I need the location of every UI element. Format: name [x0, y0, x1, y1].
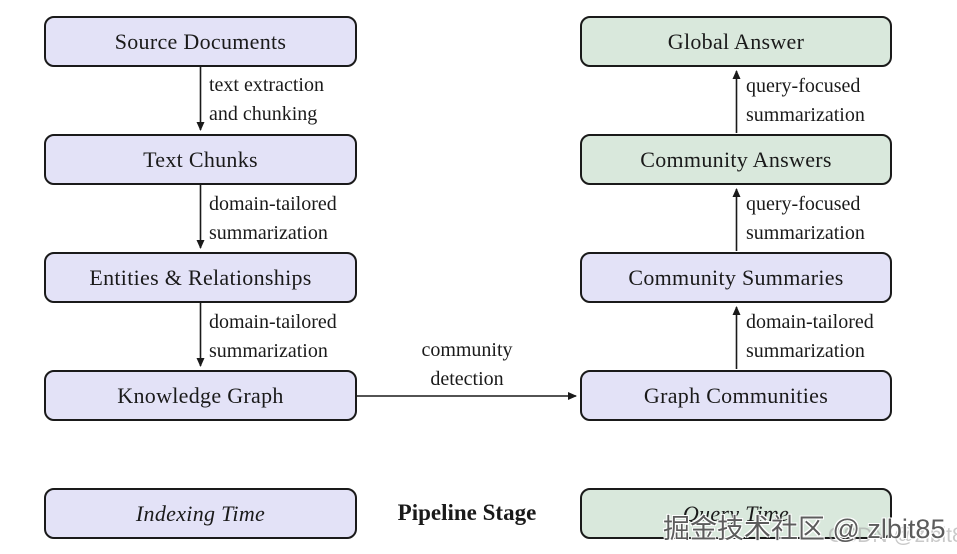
edge-label-line: query-focused [746, 75, 861, 97]
node-knowledge-graph: Knowledge Graph [44, 370, 357, 421]
edge-label-line: summarization [746, 222, 865, 244]
edge-label-line: summarization [209, 340, 328, 362]
node-community-summaries: Community Summaries [580, 252, 892, 303]
legend-query-time: Query Time [580, 488, 892, 539]
node-graph-communities: Graph Communities [580, 370, 892, 421]
edge-label-line: text extraction [209, 74, 324, 96]
edge-label-query-summarization-2: query-focused summarization [746, 72, 865, 130]
edge-label-line: detection [430, 368, 504, 390]
edge-label-line: and chunking [209, 103, 318, 125]
edge-label-community-detection: community detection [386, 336, 548, 394]
edge-label-text-extraction: text extraction and chunking [209, 71, 324, 129]
edge-label-line: domain-tailored [209, 193, 337, 215]
edge-label-domain-summarization-2: domain-tailored summarization [209, 308, 337, 366]
edge-label-line: query-focused [746, 193, 861, 215]
edge-label-line: domain-tailored [746, 311, 874, 333]
watermark-secondary: CSDN @zlbit85 [828, 524, 957, 547]
node-source-documents: Source Documents [44, 16, 357, 67]
edge-label-line: domain-tailored [209, 311, 337, 333]
node-entities-relationships: Entities & Relationships [44, 252, 357, 303]
edge-label-line: community [421, 339, 513, 361]
node-community-answers: Community Answers [580, 134, 892, 185]
legend-pipeline-stage: Pipeline Stage [397, 500, 537, 525]
edge-label-line: summarization [746, 104, 865, 126]
legend-indexing-time: Indexing Time [44, 488, 357, 539]
edge-label-domain-summarization-3: domain-tailored summarization [746, 308, 874, 366]
edge-label-query-summarization-1: query-focused summarization [746, 190, 865, 248]
edge-label-line: summarization [746, 340, 865, 362]
node-global-answer: Global Answer [580, 16, 892, 67]
edge-label-domain-summarization-1: domain-tailored summarization [209, 190, 337, 248]
node-text-chunks: Text Chunks [44, 134, 357, 185]
edge-label-line: summarization [209, 222, 328, 244]
watermark-primary: 掘金技术社区 @ zlbit85 [663, 514, 946, 544]
